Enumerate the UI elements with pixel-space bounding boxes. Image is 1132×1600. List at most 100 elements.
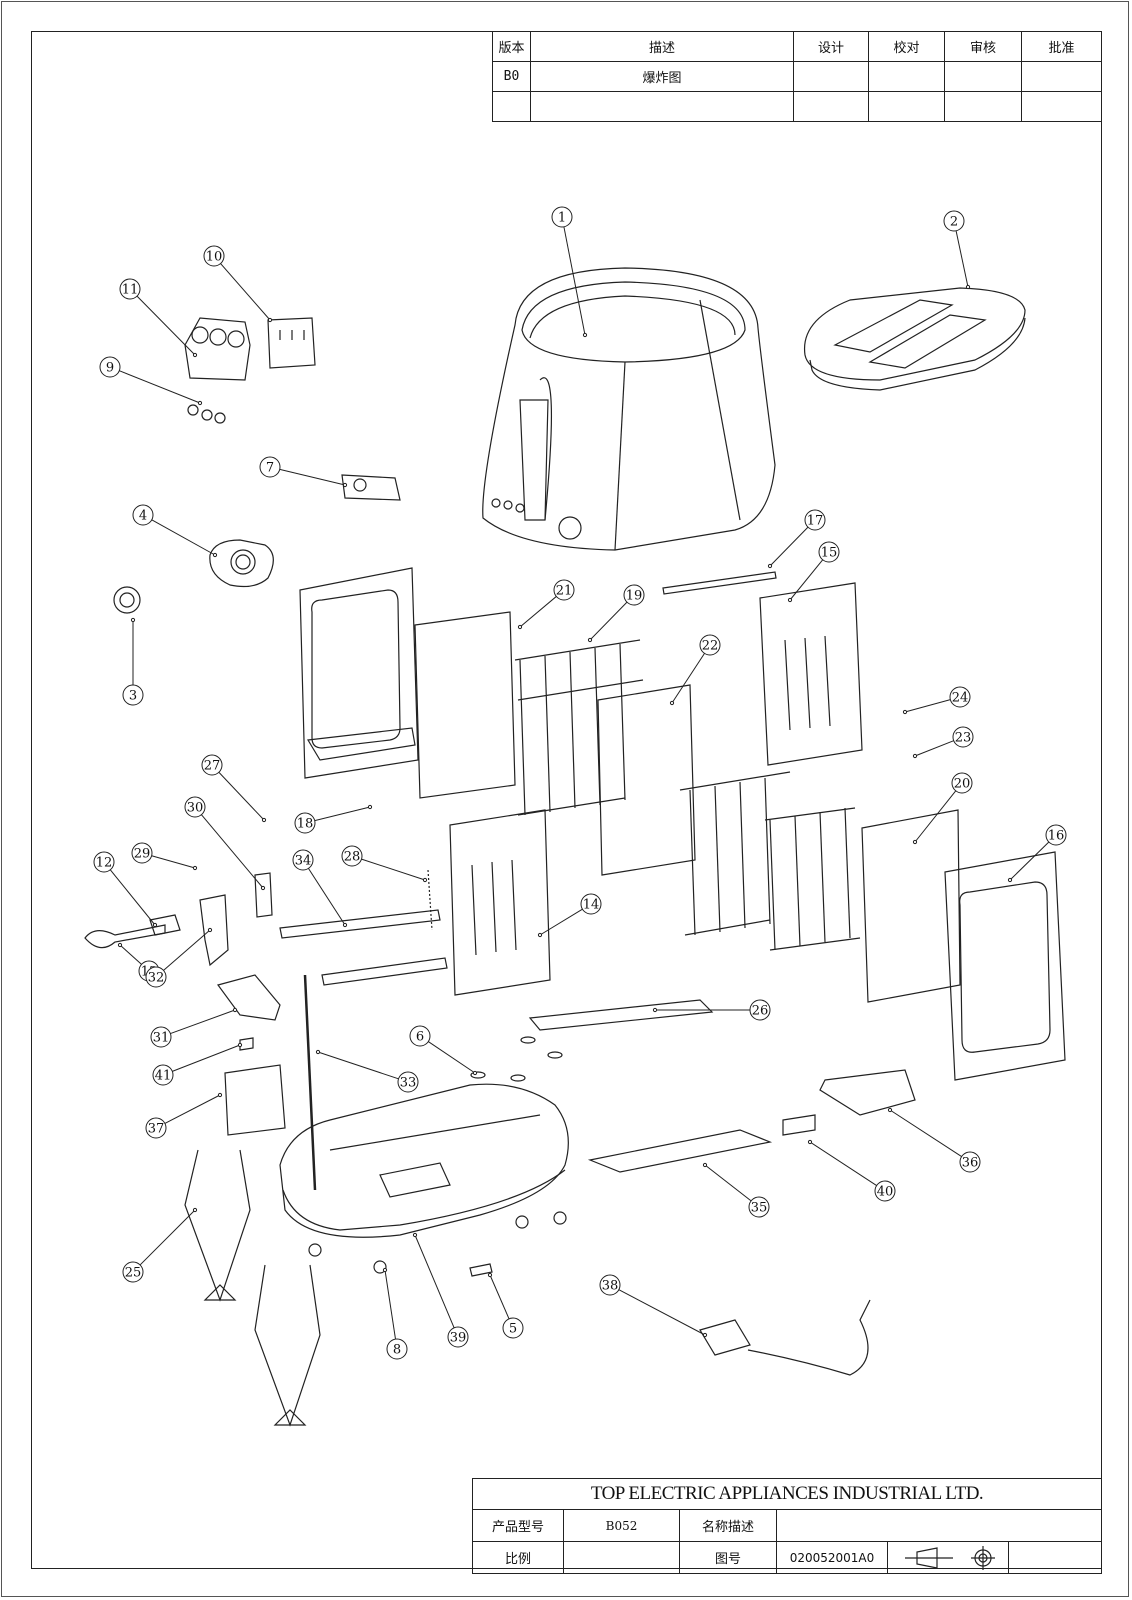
part-label-28: 28	[341, 845, 428, 883]
drawing-number-value: 020052001A0	[776, 1541, 888, 1574]
part-7	[341, 474, 401, 501]
part-wire-grid-19	[514, 639, 644, 816]
balloon-circle	[184, 796, 206, 818]
part-label-2: 2	[943, 210, 971, 290]
leader-dot	[412, 1232, 418, 1238]
leader-line	[428, 1041, 476, 1074]
part-number-text: 40	[877, 1185, 894, 1200]
part-number-text: 5	[509, 1322, 517, 1337]
part-number-text: 16	[1048, 829, 1065, 844]
part-number-text: 28	[344, 850, 361, 865]
part-number-text: 8	[393, 1343, 401, 1358]
part-number-text: 21	[556, 584, 573, 599]
part-rod-33	[303, 974, 317, 1191]
part-spring-25	[184, 1149, 251, 1302]
title-company-row: TOP ELECTRIC APPLIANCES INDUSTRIAL LTD.	[472, 1478, 1102, 1510]
part-number-text: 25	[125, 1266, 142, 1281]
balloon-circle	[294, 812, 316, 834]
name-value	[776, 1509, 1102, 1542]
leader-dot	[260, 885, 266, 891]
part-label-7: 7	[259, 456, 348, 488]
rev-cell	[1021, 91, 1102, 122]
leader-dot	[587, 637, 593, 643]
balloon-circle	[874, 1180, 896, 1202]
rev-cell	[944, 91, 1022, 122]
leader-dot	[152, 922, 158, 928]
title-block: TOP ELECTRIC APPLIANCES INDUSTRIAL LTD. …	[472, 1478, 1102, 1574]
part-number-text: 38	[602, 1279, 619, 1294]
part-number-text: 37	[148, 1122, 165, 1137]
part-number-text: 6	[416, 1030, 424, 1045]
leader-line	[119, 944, 142, 965]
balloon-circle	[749, 999, 771, 1021]
leader-line	[201, 814, 264, 889]
rev-cell	[1021, 61, 1102, 92]
part-label-20: 20	[912, 772, 973, 845]
part-label-16: 16	[1007, 824, 1067, 883]
part-label-27: 27	[201, 754, 267, 823]
balloon-circle	[409, 1025, 431, 1047]
leader-dot	[965, 284, 971, 290]
part-label-9: 9	[99, 356, 203, 406]
leader-line	[361, 858, 426, 881]
part-label-5: 5	[487, 1272, 524, 1339]
part-label-26: 26	[652, 999, 771, 1021]
leader-dot	[487, 1272, 493, 1278]
part-switch-assembly	[184, 317, 316, 424]
leader-dot	[192, 352, 198, 358]
balloon-circle	[599, 1274, 621, 1296]
balloon-circle	[119, 278, 141, 300]
leader-line	[671, 653, 705, 704]
leader-line	[172, 1044, 241, 1072]
leader-dot	[342, 482, 348, 488]
part-label-19: 19	[587, 584, 645, 643]
rev-cell	[793, 61, 869, 92]
balloon-circle	[93, 851, 115, 873]
balloon-circle	[553, 579, 575, 601]
leader-dot	[232, 1007, 238, 1013]
leader-dot	[582, 332, 588, 338]
part-4	[209, 539, 274, 588]
part-number-text: 12	[96, 856, 113, 871]
part-side-frame-right	[944, 851, 1066, 1081]
leader-dot	[887, 1107, 893, 1113]
leader-line	[119, 370, 201, 404]
leader-dot	[261, 817, 267, 823]
part-label-11: 11	[119, 278, 198, 358]
projection-symbol-icon	[905, 1545, 995, 1570]
part-number-text: 7	[266, 461, 274, 476]
revision-header-row: 版本 描述 设计 校对 审核 批准	[492, 31, 1102, 62]
balloon-circle	[397, 1071, 419, 1093]
leader-line	[769, 526, 809, 567]
leader-line	[384, 1269, 396, 1340]
part-latch-32	[199, 894, 229, 967]
part-label-layer: 1234567891011121314151617181920212223242…	[93, 206, 1067, 1360]
balloon-circle	[1045, 824, 1067, 846]
part-pcb-37	[224, 1064, 286, 1136]
leader-dot	[192, 865, 198, 871]
leader-dot	[652, 1007, 658, 1013]
leader-dot	[669, 700, 675, 706]
part-guide-30	[254, 872, 273, 918]
part-number-text: 32	[148, 971, 165, 986]
balloon-circle	[99, 356, 121, 378]
part-label-12: 12	[93, 851, 158, 928]
part-mica-22	[597, 684, 696, 876]
balloon-circle	[132, 504, 154, 526]
leader-line	[519, 596, 557, 628]
leader-dot	[197, 400, 203, 406]
leader-line	[889, 1109, 962, 1157]
leader-line	[279, 468, 346, 486]
balloon-circle	[447, 1326, 469, 1348]
rev-header-review: 审核	[944, 31, 1022, 62]
part-number-text: 18	[297, 817, 314, 832]
leader-dot	[237, 1042, 243, 1048]
company-name: TOP ELECTRIC APPLIANCES INDUSTRIAL LTD.	[472, 1478, 1102, 1510]
balloon-circle	[551, 206, 573, 228]
part-label-40: 40	[807, 1139, 896, 1202]
balloon-circle	[580, 893, 602, 915]
part-40	[782, 1114, 816, 1136]
rev-header-version: 版本	[492, 31, 531, 62]
balloon-circle	[152, 1064, 174, 1086]
